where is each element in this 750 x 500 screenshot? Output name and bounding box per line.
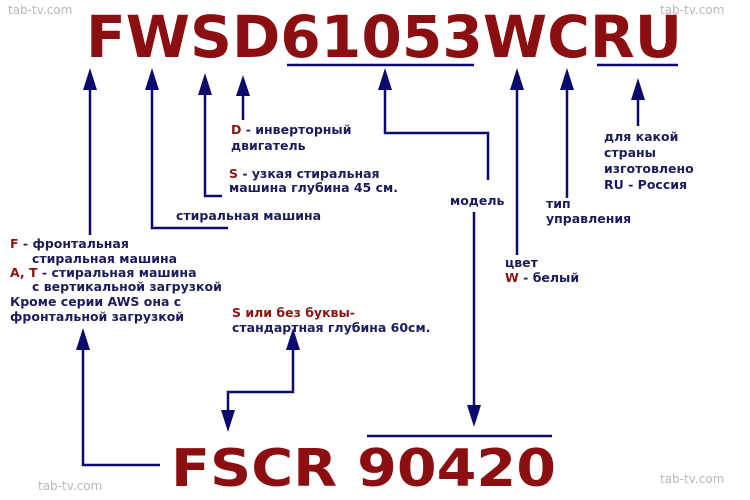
arrow-bottom-f-head xyxy=(76,328,90,350)
arrow-depth-head xyxy=(286,328,300,350)
label-color: цвет xyxy=(505,255,539,270)
label-country-line4: RU - Россия xyxy=(604,177,687,192)
code-segment-fwsd: FWSD xyxy=(86,3,280,71)
label-f-line1: F - фронтальная xyxy=(10,236,129,251)
bottom-model-code: FSCR 90420 xyxy=(171,439,556,499)
label-control-line2: управления xyxy=(546,211,631,226)
label-d-line2: двигатель xyxy=(231,138,306,153)
code-segment-53: 53 xyxy=(402,3,483,71)
label-country-line1: для какой xyxy=(604,129,678,144)
code-segment-w: W xyxy=(483,3,547,71)
label-country-line2: страны xyxy=(604,145,656,160)
label-d-line1: D - инверторный xyxy=(231,122,352,137)
arrow-w-head xyxy=(145,68,159,90)
arrow-s-head xyxy=(198,73,212,95)
arrow-country-head xyxy=(631,78,645,100)
label-f-line2: стиральная машина xyxy=(32,251,177,266)
bottom-code-number: 90420 xyxy=(357,439,556,499)
code-segment-ru: RU xyxy=(590,3,682,71)
label-aws-line2: фронтальной загрузкой xyxy=(10,309,184,324)
arrow-depth-bottom-head xyxy=(221,410,235,432)
label-depth-line1: S или без буквы- xyxy=(232,305,355,320)
watermark-bottom-right: tab-tv.com xyxy=(660,472,724,486)
arrow-f-head xyxy=(83,68,97,90)
arrow-control-head xyxy=(560,68,574,90)
arrow-model-bottom-head xyxy=(467,405,481,427)
watermark-top-left: tab-tv.com xyxy=(8,3,72,17)
label-country-line3: изготовлено xyxy=(604,161,694,176)
label-w-white: W - белый xyxy=(505,270,579,285)
label-control-line1: тип xyxy=(546,196,571,211)
model-connector-top xyxy=(383,85,490,180)
label-model: модель xyxy=(450,193,505,208)
label-s-line1: S - узкая стиральная xyxy=(229,166,380,181)
arrow-bottom-f-line xyxy=(81,345,160,467)
label-at-line1: A, T - стиральная машина xyxy=(10,265,197,280)
code-segment-c: C xyxy=(547,3,590,71)
arrow-w-line xyxy=(150,85,228,230)
arrow-model-top-head xyxy=(378,68,392,90)
arrow-s-line xyxy=(203,90,222,198)
arrow-d-head xyxy=(236,75,250,96)
watermark-top-right: tab-tv.com xyxy=(660,3,724,17)
label-depth-line2: стандартная глубина 60см. xyxy=(232,320,430,335)
watermark-bottom-left: tab-tv.com xyxy=(38,479,102,493)
label-washing-machine: стиральная машина xyxy=(176,208,321,223)
label-at-line2: с вертикальной загрузкой xyxy=(32,279,222,294)
bottom-code-prefix: FSCR xyxy=(171,439,337,499)
code-segment-610: 610 xyxy=(280,3,402,71)
label-s-line2: машина глубина 45 см. xyxy=(229,180,398,195)
label-aws-line1: Кроме серии AWS она с xyxy=(10,294,181,309)
top-model-code: FWSD61053WCRU xyxy=(86,3,682,71)
arrow-color-head xyxy=(510,68,524,90)
arrow-depth-line xyxy=(226,345,295,415)
